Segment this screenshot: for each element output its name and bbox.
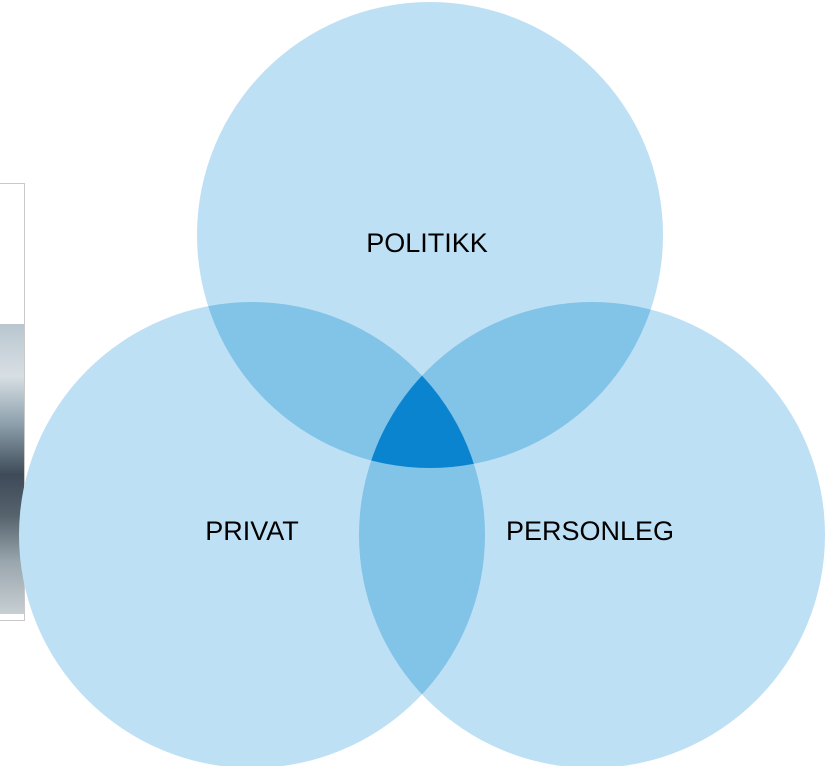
overlap-politikk-personleg — [359, 302, 663, 468]
label-politikk: POLITIKK — [366, 228, 488, 258]
label-personleg: PERSONLEG — [506, 516, 674, 546]
overlap-politikk-privat — [197, 302, 485, 468]
background-photo-frame — [0, 183, 25, 621]
background-photo — [0, 324, 24, 614]
label-privat: PRIVAT — [205, 516, 299, 546]
